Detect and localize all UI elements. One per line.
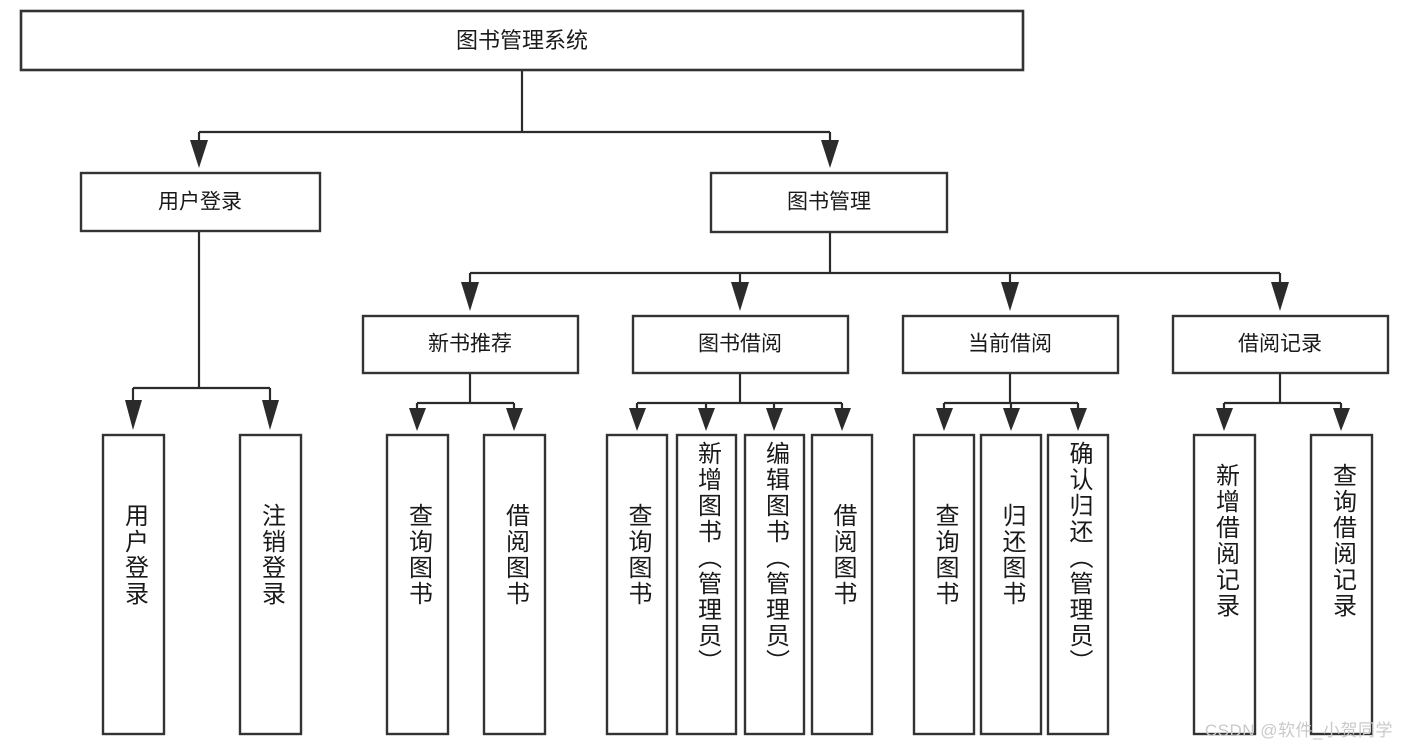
node-box-leaf-br-query[interactable] [1309,433,1374,736]
node-layer: 图书管理系统 用户登录 图书管理 新书推荐 图书借阅 当前借阅 借阅记录 [19,9,1390,736]
node-box-book-borrow[interactable] [631,314,850,375]
arrow-head-book-manage [821,140,839,168]
connector-layer [125,70,1350,431]
node-box-leaf-bb-edit[interactable] [743,433,806,736]
node-box-leaf-br-add[interactable] [1192,433,1257,736]
node-box-leaf-newbook-query[interactable] [385,433,450,736]
node-box-leaf-cb-confirm[interactable] [1046,433,1110,736]
node-box-leaf-bb-query[interactable] [605,433,669,736]
arrow-head-bookborrow-leaf-4 [834,408,851,431]
node-box-user-login[interactable] [79,171,322,233]
arrow-head-current-borrow [1001,282,1019,311]
arrow-head-book-borrow [731,282,749,311]
node-box-new-book[interactable] [361,314,580,375]
node-box-root[interactable] [19,9,1025,72]
arrow-head-new-book [461,282,479,311]
node-label-borrow-record: 借阅记录 [1238,333,1322,356]
arrow-head-borrow-record [1271,282,1289,311]
node-label-book-manage: 图书管理 [787,191,871,214]
csdn-watermark: CSDN @软件_小贺同学 [1204,721,1393,740]
arrow-head-currentborrow-leaf-2 [1003,408,1020,431]
node-box-current-borrow[interactable] [901,314,1120,375]
arrow-head-bookborrow-leaf-3 [766,408,783,431]
arrow-head-newbook-leaf-1 [409,408,426,431]
node-box-leaf-logout[interactable] [238,433,303,736]
node-label-root: 图书管理系统 [456,28,588,53]
arrow-head-bookborrow-leaf-1 [629,408,646,431]
node-box-leaf-cb-return[interactable] [979,433,1043,736]
node-box-book-manage[interactable] [709,171,949,234]
arrow-head-user-login-leaf [125,400,142,430]
arrow-head-bookborrow-leaf-2 [698,408,715,431]
arrow-head-currentborrow-leaf-3 [1070,408,1087,431]
arrow-head-currentborrow-leaf-1 [936,408,953,431]
node-box-leaf-bb-borrow[interactable] [810,433,874,736]
arrow-head-borrowrecord-leaf-1 [1216,408,1233,431]
node-box-leaf-cb-query[interactable] [912,433,976,736]
node-label-current-borrow: 当前借阅 [968,333,1052,356]
arrow-head-logout-leaf [262,400,279,430]
node-label-user-login: 用户登录 [158,191,242,214]
node-box-borrow-record[interactable] [1171,314,1390,375]
arrow-head-user-login [190,140,208,168]
node-label-new-book: 新书推荐 [428,333,512,356]
node-box-leaf-newbook-borrow[interactable] [482,433,547,736]
arrow-head-newbook-leaf-2 [506,408,523,431]
node-box-leaf-bb-add[interactable] [675,433,738,736]
arrow-head-borrowrecord-leaf-2 [1333,408,1350,431]
node-box-leaf-user-login[interactable] [101,433,166,736]
node-label-book-borrow: 图书借阅 [698,333,782,356]
